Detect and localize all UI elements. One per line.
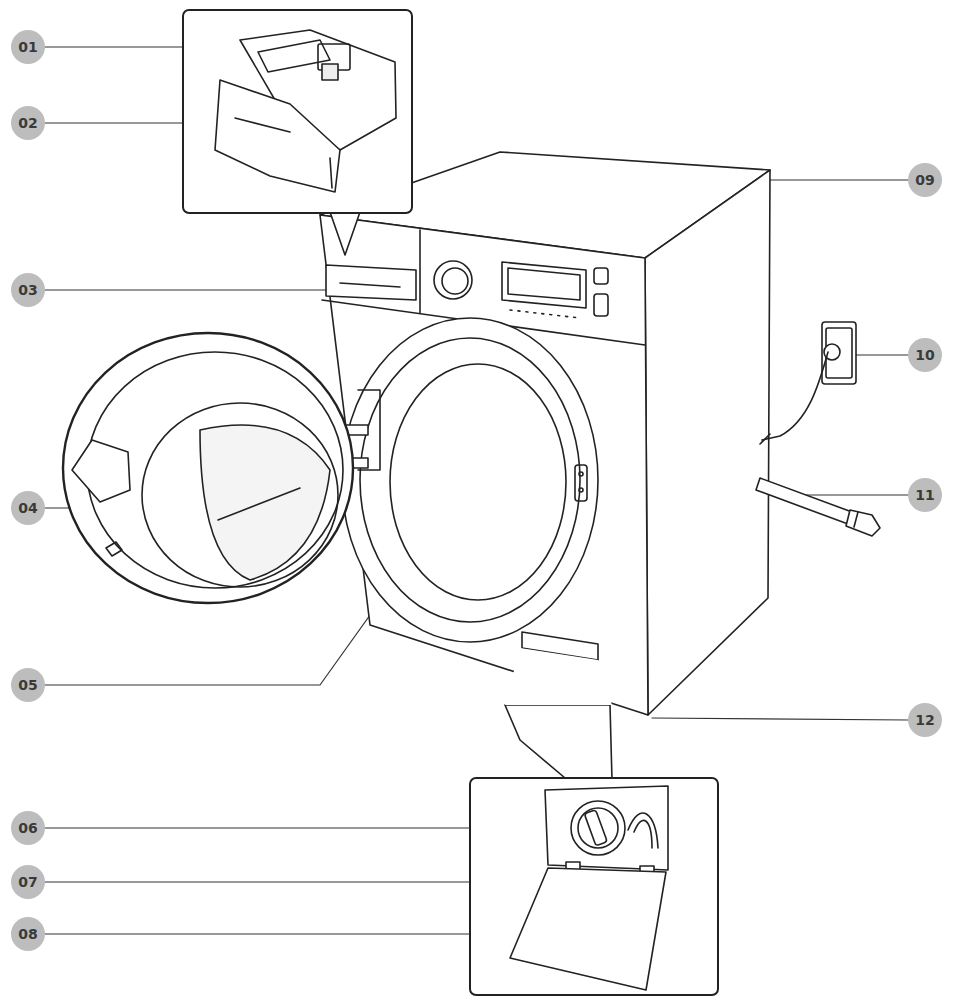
callout-circle — [11, 865, 45, 899]
door-glass — [63, 333, 380, 603]
callout-circle — [908, 703, 942, 737]
callout-circle — [11, 273, 45, 307]
filter-cover — [505, 632, 612, 780]
callout-circle — [908, 163, 942, 197]
callout-circle — [908, 478, 942, 512]
callout-circle — [11, 491, 45, 525]
callout-number: 12 — [908, 703, 942, 737]
callout-circle — [908, 338, 942, 372]
callout-number: 06 — [11, 811, 45, 845]
machine-body — [320, 152, 770, 715]
filter-inset — [470, 778, 718, 995]
callout-circles — [11, 30, 942, 951]
power-plug — [760, 322, 856, 444]
callout-number: 11 — [908, 478, 942, 512]
callout-number: 02 — [11, 106, 45, 140]
callout-number: 09 — [908, 163, 942, 197]
callout-number: 01 — [11, 30, 45, 64]
callout-circle — [11, 811, 45, 845]
callout-circle — [11, 917, 45, 951]
callout-number: 10 — [908, 338, 942, 372]
callout-circle — [11, 668, 45, 702]
callout-number: 05 — [11, 668, 45, 702]
callout-circle — [11, 106, 45, 140]
callout-number: 07 — [11, 865, 45, 899]
callout-number: 08 — [11, 917, 45, 951]
drum-opening — [342, 318, 598, 642]
callout-circle — [11, 30, 45, 64]
callout-number: 03 — [11, 273, 45, 307]
callout-number: 04 — [11, 491, 45, 525]
drain-hose — [756, 478, 880, 536]
detergent-drawer-inset — [183, 10, 412, 255]
